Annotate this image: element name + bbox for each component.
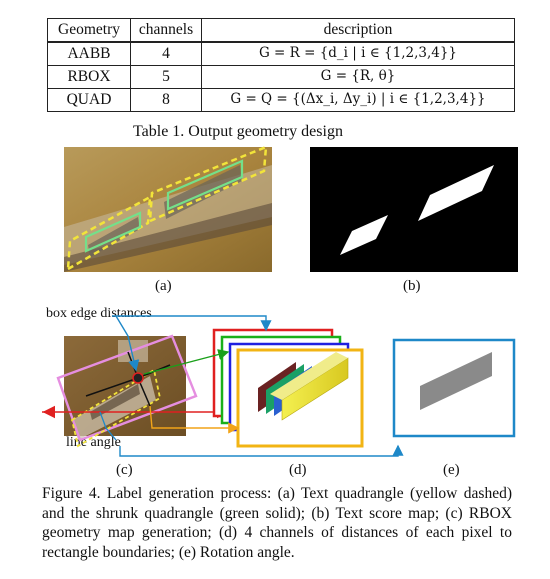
header-description: description — [201, 18, 515, 43]
pixel-point — [132, 372, 144, 384]
panel-label-d: (d) — [289, 462, 307, 478]
score-region-1 — [340, 215, 388, 255]
text-quadrangle-2 — [148, 145, 268, 223]
panel-e-rotation-angle — [392, 338, 516, 438]
cell-channels: 8 — [130, 88, 202, 112]
shrunk-quadrangle-2 — [166, 159, 244, 211]
panel-b-score-map — [310, 147, 518, 272]
cell-geometry: QUAD — [47, 88, 131, 112]
panel-label-a: (a) — [155, 278, 172, 294]
panel-a-image — [64, 145, 272, 272]
panel-d-channel-maps — [212, 328, 364, 448]
rbox-diagram — [42, 315, 516, 457]
table-caption: Table 1. Output geometry design — [133, 123, 343, 140]
table-header-row: Geometry channels description — [47, 18, 515, 43]
panel-c-image — [56, 334, 198, 448]
cell-description: G = {R, θ} — [201, 65, 515, 89]
table-row: RBOX 5 G = {R, θ} — [47, 65, 515, 89]
table-row: QUAD 8 G = Q = {(Δx_i, Δy_i) | i ∈ {1,2,… — [47, 88, 515, 112]
angle-map-region — [420, 352, 492, 410]
table-row: AABB 4 G = R = {d_i | i ∈ {1,2,3,4}} — [47, 41, 515, 66]
panel-label-b: (b) — [403, 278, 421, 294]
box-edge-distances-label: box edge distances — [46, 306, 152, 321]
cell-geometry: AABB — [47, 41, 131, 66]
header-geometry: Geometry — [47, 18, 131, 43]
cell-channels: 5 — [130, 65, 202, 89]
cell-geometry: RBOX — [47, 65, 131, 89]
score-region-2 — [418, 165, 494, 221]
shrunk-quadrangle-1 — [84, 211, 142, 253]
geometry-table: Geometry channels description AABB 4 G =… — [47, 18, 515, 112]
cell-description: G = Q = {(Δx_i, Δy_i) | i ∈ {1,2,3,4}} — [201, 88, 515, 112]
header-channels: channels — [130, 18, 202, 43]
figure-caption: Figure 4. Label generation process: (a) … — [42, 485, 512, 561]
text-quadrangle-1 — [66, 194, 152, 272]
panel-label-c: (c) — [116, 462, 133, 478]
panel-label-e: (e) — [443, 462, 460, 478]
